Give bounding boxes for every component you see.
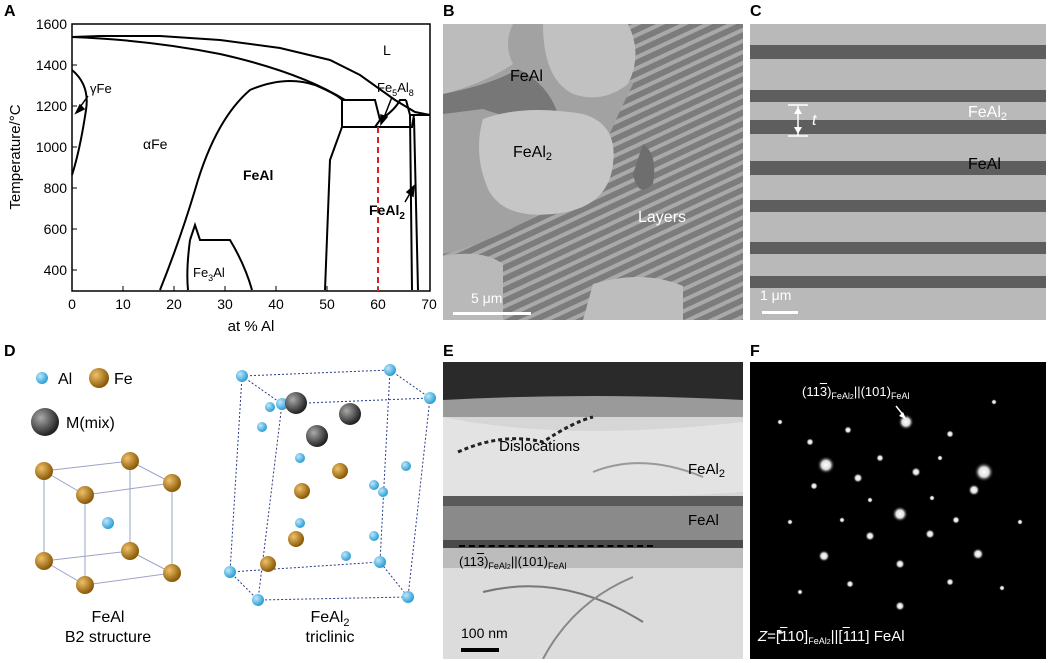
sem-micrograph-b: FeAl FeAl2 Layers 5 μm bbox=[443, 24, 743, 320]
feal2-structure-name: FeAl2 bbox=[310, 609, 349, 629]
x-tick: 0 bbox=[68, 296, 76, 312]
zone-axis-label: Z=[110]FeAl2||[111] FeAl bbox=[758, 628, 905, 646]
label-fe3al: Fe3Al bbox=[193, 265, 225, 283]
label-feal2: FeAl2 bbox=[369, 202, 405, 222]
label-gamma-fe: γFe bbox=[90, 81, 112, 96]
scale-bar-c bbox=[762, 311, 798, 314]
legend-fe: Fe bbox=[114, 371, 133, 388]
x-tick: 70 bbox=[421, 296, 437, 312]
thickness-label: t bbox=[812, 112, 817, 129]
label-feal-c: FeAl bbox=[968, 156, 1001, 173]
phase-diagram: 1600 1400 1200 1000 800 600 400 0 10 20 … bbox=[7, 16, 437, 335]
scale-bar-e bbox=[461, 648, 499, 652]
y-tick: 400 bbox=[44, 262, 68, 278]
mix-legend-icon bbox=[31, 408, 59, 436]
panel-label-b: B bbox=[443, 3, 455, 20]
orientation-relation-e: (113)FeAl2||(101)FeAl bbox=[459, 554, 567, 571]
fe-legend-icon bbox=[89, 368, 109, 388]
label-liquid: L bbox=[383, 42, 391, 58]
x-tick: 50 bbox=[319, 296, 335, 312]
x-tick: 20 bbox=[166, 296, 182, 312]
legend-al: Al bbox=[58, 371, 72, 388]
label-fe5al8: Fe5Al8 bbox=[377, 80, 414, 98]
phase-arrows bbox=[74, 95, 415, 203]
label-feal2-b: FeAl2 bbox=[513, 144, 553, 163]
y-tick: 800 bbox=[44, 180, 68, 196]
sem-micrograph-c: t FeAl2 FeAl 1 μm bbox=[750, 24, 1046, 320]
x-tick: 60 bbox=[370, 296, 386, 312]
x-tick: 30 bbox=[217, 296, 233, 312]
plot-frame bbox=[71, 23, 431, 292]
diffraction-pattern-f: (113)FeAl2||(101)FeAl Z=[110]FeAl2||[111… bbox=[750, 362, 1046, 659]
label-feal2-c: FeAl2 bbox=[968, 104, 1008, 123]
label-feal-e: FeAl bbox=[688, 512, 719, 529]
x-tick: 40 bbox=[268, 296, 284, 312]
feal2-structure-type: triclinic bbox=[306, 629, 355, 646]
label-alpha-fe: αFe bbox=[143, 136, 168, 152]
feal-structure-name: FeAl bbox=[92, 609, 125, 626]
legend-mix: M(mix) bbox=[66, 415, 115, 432]
y-tick: 1400 bbox=[36, 57, 67, 73]
panel-label-d: D bbox=[4, 343, 16, 360]
feal-structure-type: B2 structure bbox=[65, 629, 151, 646]
y-tick: 600 bbox=[44, 221, 68, 237]
al-legend-icon bbox=[36, 372, 48, 384]
diffraction-spots bbox=[777, 399, 1023, 635]
y-tick: 1000 bbox=[36, 139, 67, 155]
y-tick: 1600 bbox=[36, 16, 67, 32]
label-layers-b: Layers bbox=[638, 209, 687, 226]
label-feal-b: FeAl bbox=[510, 68, 543, 85]
label-feal2-e: FeAl2 bbox=[688, 461, 725, 480]
orientation-relation-f: (113)FeAl2||(101)FeAl bbox=[802, 384, 910, 401]
panel-label-c: C bbox=[750, 3, 762, 20]
panel-label-e: E bbox=[443, 343, 454, 360]
label-feal: FeAl bbox=[243, 167, 273, 183]
y-axis-label: Temperature/°C bbox=[7, 104, 24, 209]
scale-bar-b bbox=[453, 312, 531, 315]
x-tick: 10 bbox=[115, 296, 131, 312]
label-dislocations: Dislocations bbox=[499, 438, 580, 455]
scale-label-b: 5 μm bbox=[471, 290, 503, 306]
panel-label-f: F bbox=[750, 343, 760, 360]
panel-label-a: A bbox=[4, 3, 16, 20]
interface-line bbox=[459, 545, 653, 547]
x-axis-label: at % Al bbox=[228, 318, 275, 335]
y-tick: 1200 bbox=[36, 98, 67, 114]
scale-label-e: 100 nm bbox=[461, 625, 508, 641]
crystal-structures: Al Fe M(mix) FeAl B2 structure FeAl2 tri… bbox=[31, 364, 436, 646]
scale-label-c: 1 μm bbox=[760, 287, 792, 303]
tem-image-e: Dislocations FeAl2 FeAl (113)FeAl2||(101… bbox=[443, 362, 743, 659]
